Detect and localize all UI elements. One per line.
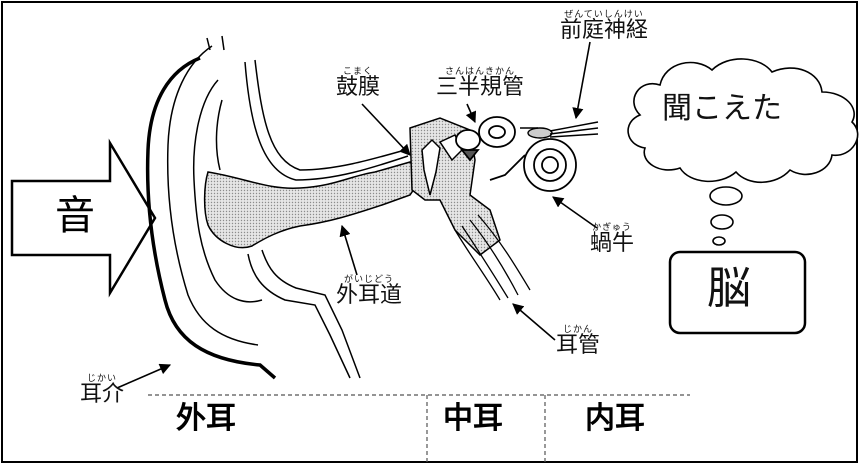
- ear-canal-shading: [203, 161, 417, 249]
- brain-label: 脳: [707, 263, 751, 314]
- canal-walls: [244, 59, 409, 181]
- semicircular-canals: [455, 116, 516, 162]
- section-middle-ear: 中耳: [443, 401, 503, 436]
- vestibular-nerve: [520, 121, 599, 139]
- auricle-label: じかい 耳介: [80, 374, 125, 407]
- semicircular-canals-label: さんはんきかん 三半規管: [436, 67, 525, 100]
- ear-canal-label: がいじどう 外耳道: [336, 275, 403, 308]
- cochlea-shape: [489, 138, 577, 192]
- cochlea-label: かぎゅう 蝸牛: [590, 223, 635, 256]
- annotation-arrows: [116, 41, 598, 389]
- section-outer-ear: 外耳: [176, 401, 236, 436]
- section-inner-ear: 内耳: [585, 401, 645, 436]
- auricle-shape: [145, 35, 361, 380]
- eustachian-tube-label: じかん 耳管: [556, 325, 601, 358]
- thought-text: 聞こえた: [662, 91, 782, 126]
- section-dividers: [148, 394, 690, 464]
- eustachian-tube: [454, 214, 531, 301]
- sound-label: 音: [55, 193, 95, 239]
- brain-box: [668, 250, 807, 335]
- sound-arrow: [10, 138, 157, 298]
- vestibular-nerve-label: ぜんていしんけい 前庭神経: [560, 10, 649, 43]
- thought-cloud: [627, 58, 859, 246]
- eardrum-label: こまく 鼓膜: [336, 67, 381, 100]
